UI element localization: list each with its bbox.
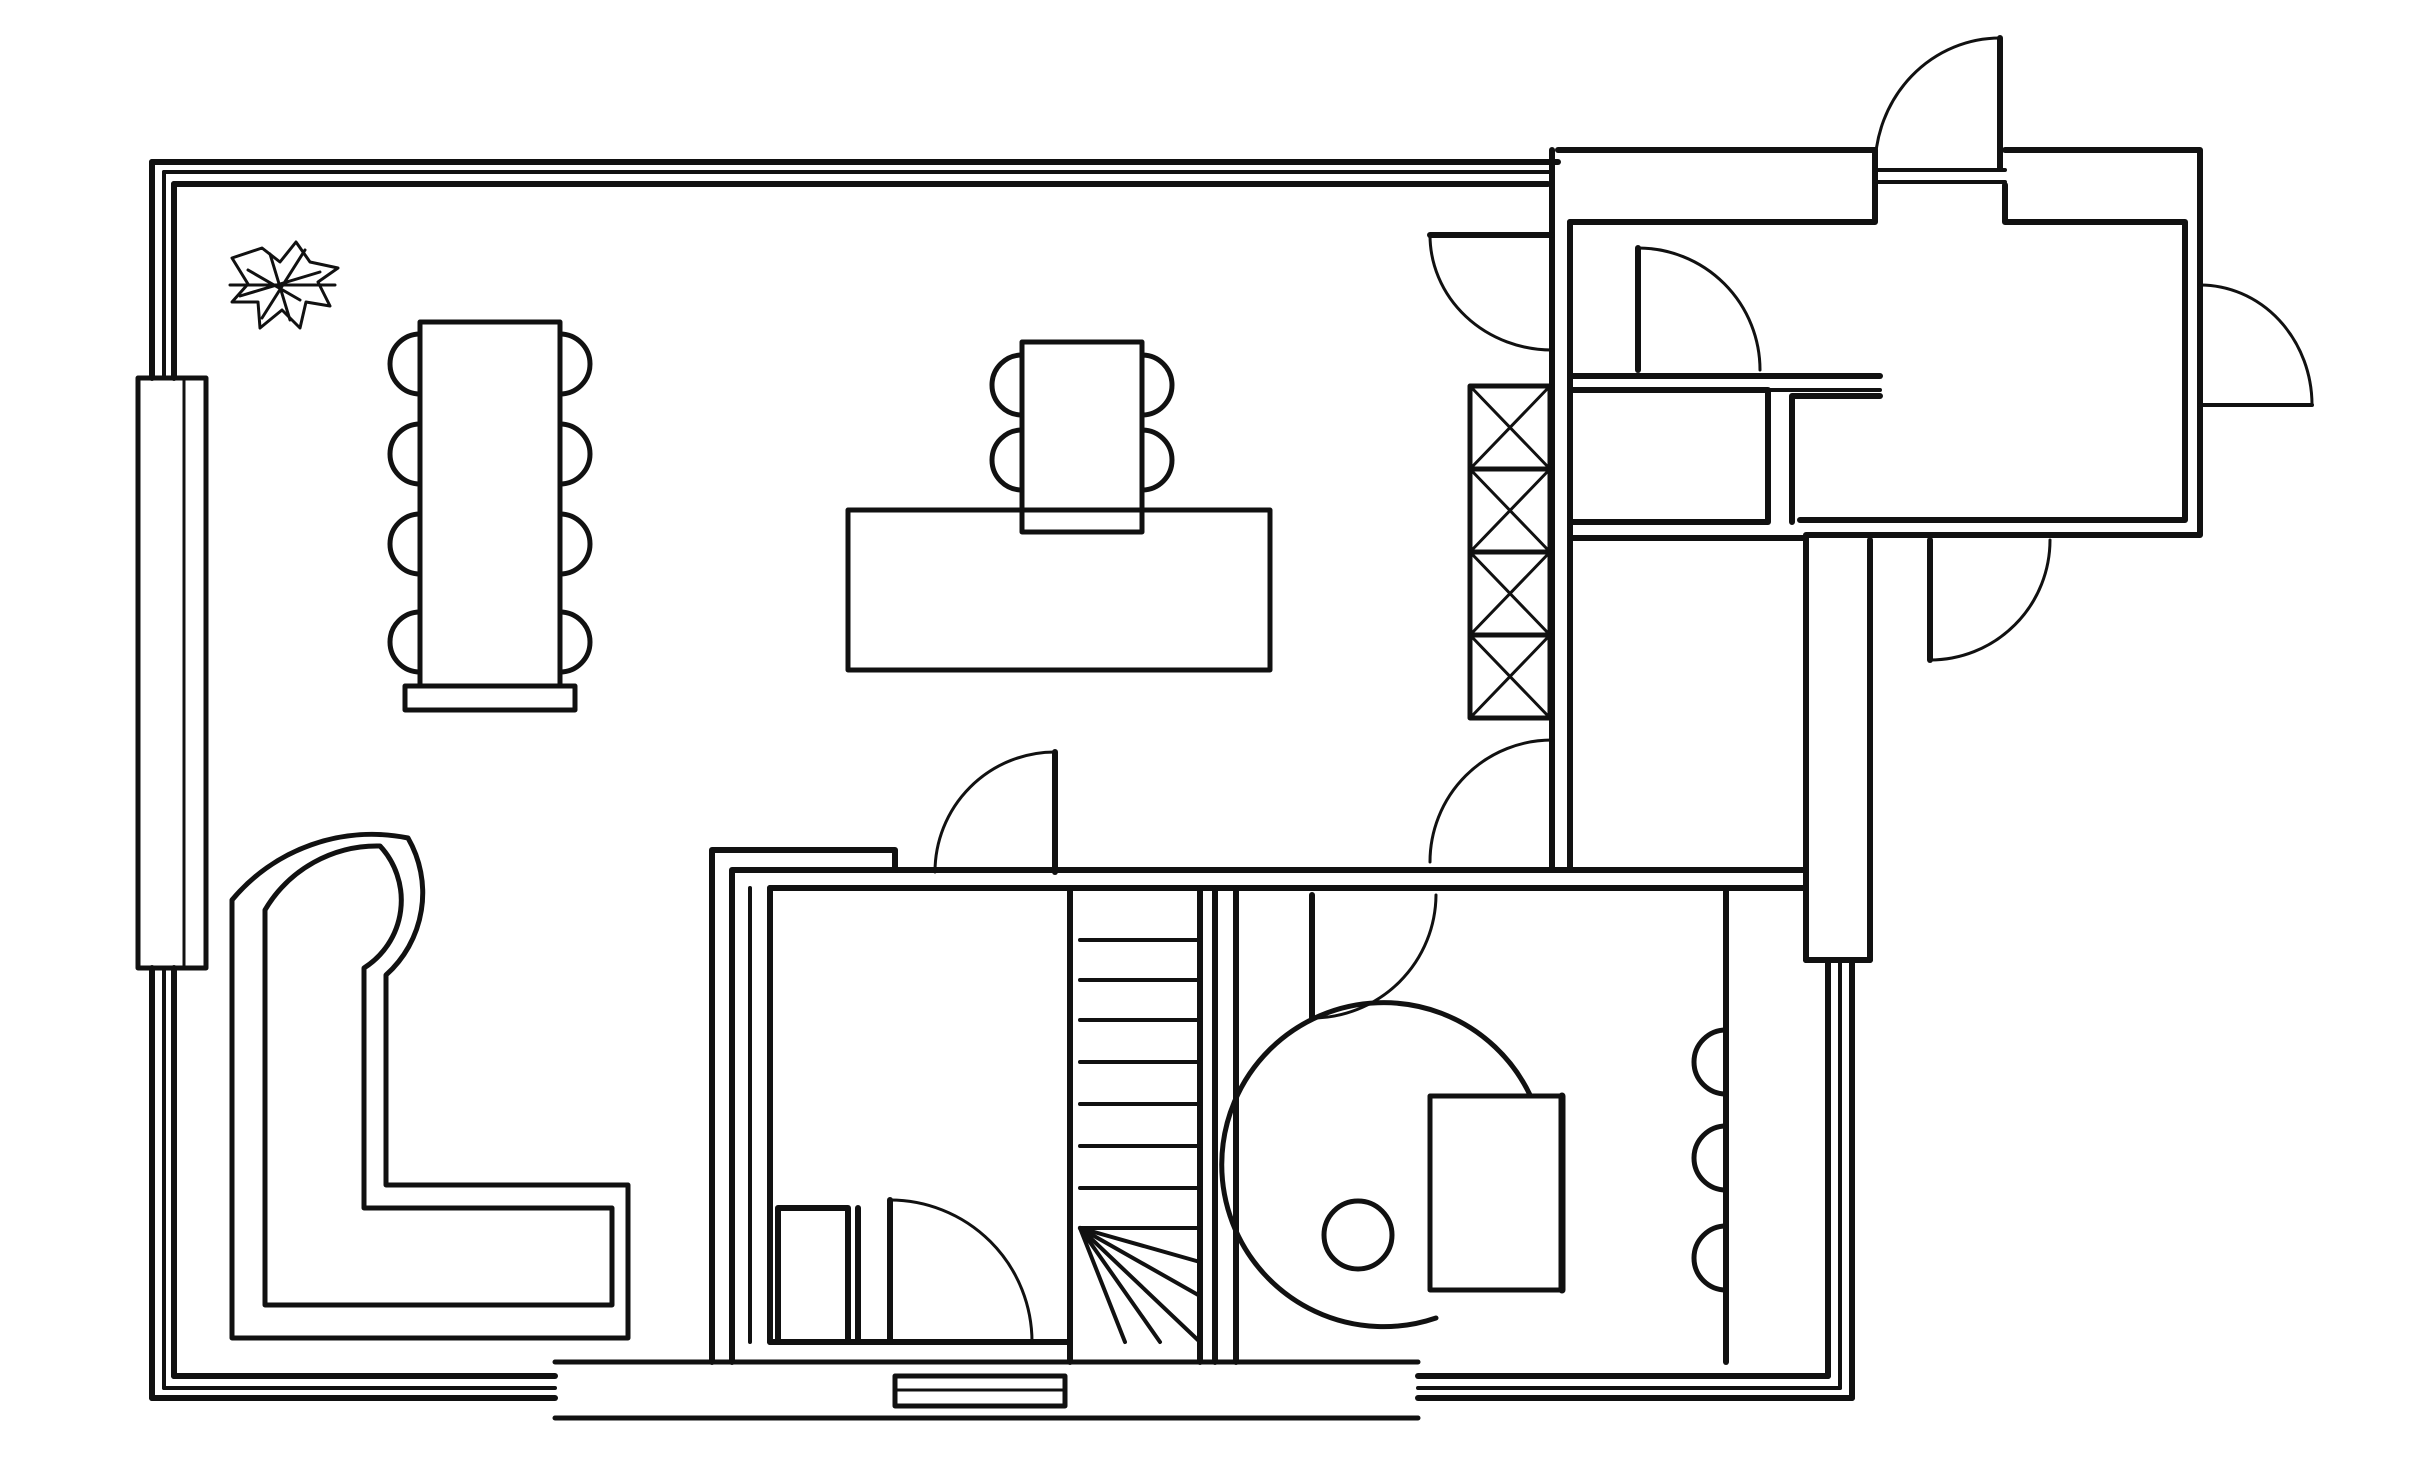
shelf-unit <box>1467 550 1553 638</box>
stair-winder <box>1078 1226 1202 1298</box>
chair-right <box>557 421 593 487</box>
office-wall-chair <box>1691 1123 1729 1193</box>
door-storage-bottom-swing <box>1428 738 1554 864</box>
door-entrance-swing <box>1873 36 2002 170</box>
stair-winder <box>1078 1226 1127 1344</box>
shelf-unit <box>1468 633 1552 720</box>
shelf-unit <box>1467 467 1553 555</box>
plant-leaves <box>230 240 340 330</box>
entry-outer-wall-right <box>1803 147 2203 538</box>
door-hall <box>1635 245 1762 373</box>
plant-detail <box>228 248 337 322</box>
chair-left <box>387 331 423 397</box>
door-right-exterior-swing <box>2198 283 2314 407</box>
sofa <box>229 831 631 1341</box>
kitchen-island <box>845 339 1273 673</box>
island-counter <box>845 507 1273 673</box>
door-right-exterior <box>2198 283 2314 407</box>
door-wc-top-swing <box>933 750 1057 874</box>
office <box>1219 1000 1729 1330</box>
office-wall-chair <box>1691 1223 1729 1293</box>
chair-left <box>387 609 423 675</box>
plant-icon <box>228 240 340 330</box>
door-wc-top <box>933 749 1058 875</box>
interior-doors <box>887 232 1555 1345</box>
door-corridor-swing <box>1928 538 2052 662</box>
chair-right <box>557 511 593 577</box>
storage-shelves <box>1467 383 1553 721</box>
door-office <box>1309 892 1438 1021</box>
door-wc-bottom <box>887 1197 1034 1345</box>
entry-inner-wall <box>1567 182 1878 225</box>
stair-winder <box>1078 1226 1162 1344</box>
door-wc-bottom-swing <box>888 1198 1034 1344</box>
office-wall-chair <box>1691 1027 1729 1097</box>
sofa-outer <box>229 831 631 1341</box>
closet-wall <box>1789 393 1883 525</box>
stair-winder <box>1078 1226 1202 1344</box>
stair-winder <box>1078 1226 1202 1264</box>
entry-doors <box>1635 35 2314 663</box>
office-desk-curve <box>1219 1000 1533 1330</box>
small-table-chair-right <box>1139 352 1175 418</box>
door-storage-bottom <box>1428 737 1555 865</box>
entry-wing <box>1549 147 2203 538</box>
wall-lower-left-inner <box>729 867 898 1365</box>
table-large-bench <box>402 683 578 713</box>
chair-right <box>557 609 593 675</box>
sofa-inner <box>262 843 615 1308</box>
door-storage-top <box>1427 232 1555 352</box>
door-office-swing <box>1310 893 1438 1020</box>
chair-left <box>387 511 423 577</box>
shelf-unit <box>1467 384 1553 472</box>
door-hall-swing <box>1636 246 1762 372</box>
chair-right <box>557 331 593 397</box>
chair-left <box>387 421 423 487</box>
exterior-walls <box>135 159 1873 1421</box>
small-table-chair-left <box>989 427 1025 493</box>
door-corridor <box>1927 537 2052 663</box>
door-entrance-top <box>1873 35 2003 171</box>
small-table-chair-right <box>1139 427 1175 493</box>
dining-table-large <box>387 319 593 713</box>
door-storage-top-swing <box>1428 233 1554 352</box>
staircase <box>1078 938 1202 1344</box>
entry-inner-wall-right <box>1797 182 2188 523</box>
shelf-cross <box>1468 384 1552 471</box>
office-chair <box>1321 1198 1395 1272</box>
shelf-cross <box>1468 467 1552 554</box>
wall-lower-left-block <box>709 847 898 1365</box>
shelf-cross <box>1468 550 1552 637</box>
shelf-cross <box>1468 633 1552 720</box>
small-table-chair-left <box>989 352 1025 418</box>
